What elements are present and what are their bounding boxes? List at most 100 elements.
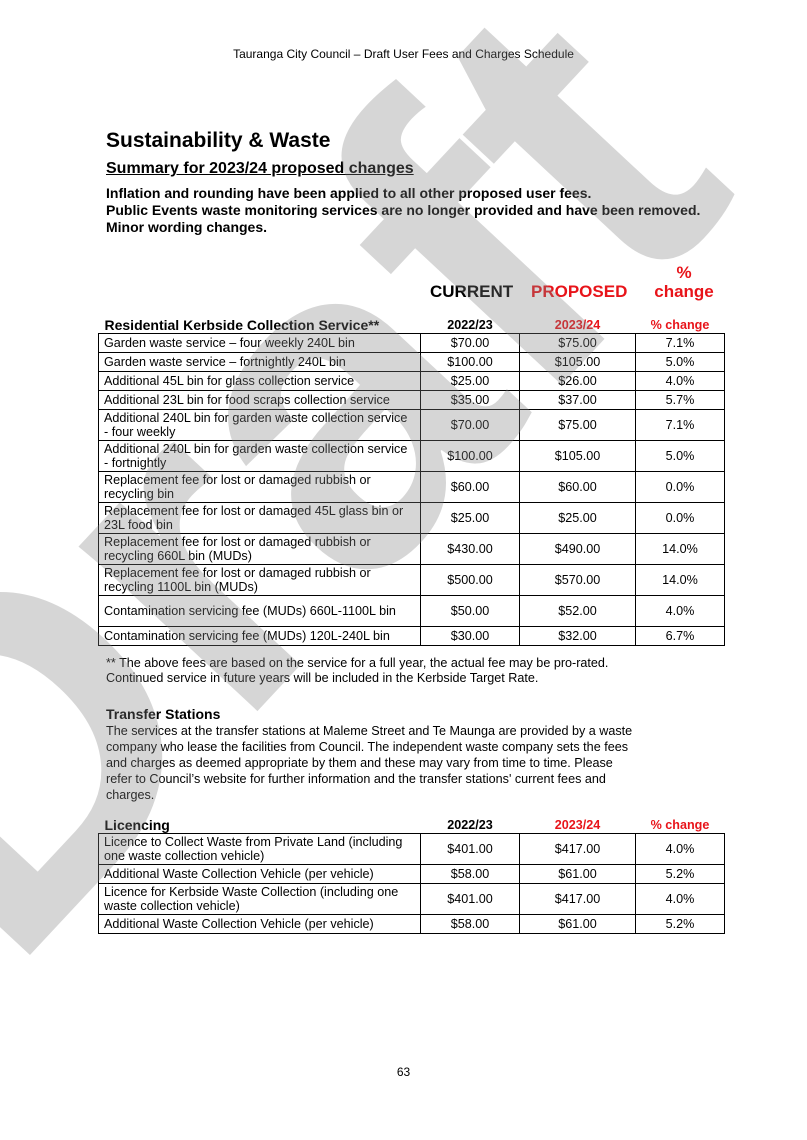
proposed-fee-cell: $26.00 [519,371,636,391]
current-fee-cell: $60.00 [420,471,520,503]
proposed-fee-cell: $60.00 [519,471,636,503]
table-header-row: Residential Kerbside Collection Service*… [99,318,725,334]
proposed-fee-cell: $37.00 [519,390,636,410]
proposed-fee-cell: $417.00 [519,883,636,915]
transfer-stations-heading: Transfer Stations [106,706,221,722]
change-word: change [654,282,714,301]
service-cell: Additional 240L bin for garden waste col… [98,409,421,441]
table-row: Licence for Kerbside Waste Collection (i… [98,883,725,915]
change-cell: 5.2% [635,864,725,884]
table-row: Contamination servicing fee (MUDs) 660L-… [98,595,725,627]
current-year-header: 2022/23 [447,318,493,332]
table-row: Contamination servicing fee (MUDs) 120L-… [98,626,725,646]
current-fee-cell: $30.00 [420,626,520,646]
table-row: Additional Waste Collection Vehicle (per… [98,864,725,884]
running-header: Tauranga City Council – Draft User Fees … [233,47,574,61]
current-year-header: 2022/23 [447,818,493,832]
proposed-fee-cell: $105.00 [519,440,636,472]
change-cell: 5.2% [635,914,725,934]
service-cell: Garden waste service – four weekly 240L … [98,333,421,353]
change-column-header: % change [649,263,719,301]
summary-heading: Summary for 2023/24 proposed changes [106,160,414,177]
summary-note: Public Events waste monitoring services … [106,202,701,218]
current-fee-cell: $25.00 [420,502,520,534]
proposed-fee-cell: $570.00 [519,564,636,596]
proposed-column-header: PROPOSED [531,282,628,301]
service-cell: Additional 240L bin for garden waste col… [98,440,421,472]
service-cell: Additional Waste Collection Vehicle (per… [98,864,421,884]
change-cell: 7.1% [635,333,725,353]
proposed-fee-cell: $61.00 [519,914,636,934]
percent-change-header: % change [650,818,710,832]
table-row: Garden waste service – four weekly 240L … [98,333,725,353]
service-cell: Garden waste service – fortnightly 240L … [98,352,421,372]
table-row: Additional 240L bin for garden waste col… [98,440,725,472]
service-cell: Replacement fee for lost or damaged rubb… [98,471,421,503]
current-column-header: CURRENT [430,282,514,301]
page-title: Sustainability & Waste [106,129,331,152]
service-cell: Replacement fee for lost or damaged rubb… [98,564,421,596]
change-cell: 4.0% [635,595,725,627]
service-cell: Contamination servicing fee (MUDs) 120L-… [98,626,421,646]
service-cell: Replacement fee for lost or damaged rubb… [98,533,421,565]
current-fee-cell: $58.00 [420,864,520,884]
table-row: Replacement fee for lost or damaged rubb… [98,564,725,596]
current-fee-cell: $430.00 [420,533,520,565]
change-cell: 4.0% [635,833,725,865]
service-cell: Licence to Collect Waste from Private La… [98,833,421,865]
change-cell: 0.0% [635,471,725,503]
table-row: Additional 45L bin for glass collection … [98,371,725,391]
service-cell: Licence for Kerbside Waste Collection (i… [98,883,421,915]
service-cell: Additional Waste Collection Vehicle (per… [98,914,421,934]
table-row: Licence to Collect Waste from Private La… [98,833,725,865]
current-fee-cell: $100.00 [420,440,520,472]
current-fee-cell: $100.00 [420,352,520,372]
page-number: 63 [396,1065,411,1079]
table-row: Additional 240L bin for garden waste col… [98,409,725,441]
change-cell: 4.0% [635,371,725,391]
change-cell: 4.0% [635,883,725,915]
percent-symbol: % [676,263,692,282]
transfer-stations-text: The services at the transfer stations at… [106,724,633,802]
table-row: Replacement fee for lost or damaged rubb… [98,471,725,503]
change-cell: 0.0% [635,502,725,534]
change-cell: 14.0% [635,533,725,565]
table-row: Replacement fee for lost or damaged 45L … [98,502,725,534]
category-header: Licencing [104,817,170,833]
current-fee-cell: $401.00 [420,883,520,915]
proposed-fee-cell: $61.00 [519,864,636,884]
current-fee-cell: $35.00 [420,390,520,410]
service-cell: Additional 45L bin for glass collection … [98,371,421,391]
summary-note: Inflation and rounding have been applied… [106,185,592,201]
table-row: Additional 23L bin for food scraps colle… [98,390,725,410]
summary-notes: Inflation and rounding have been applied… [106,185,706,236]
licencing-fees-table: Licencing 2022/23 2023/24 % change Licen… [98,818,725,934]
service-cell: Replacement fee for lost or damaged 45L … [98,502,421,534]
proposed-year-header: 2023/24 [554,818,601,832]
summary-note: Minor wording changes. [106,219,268,235]
current-fee-cell: $25.00 [420,371,520,391]
current-fee-cell: $70.00 [420,409,520,441]
change-cell: 6.7% [635,626,725,646]
proposed-year-header: 2023/24 [554,318,601,332]
proposed-fee-cell: $105.00 [519,352,636,372]
current-fee-cell: $58.00 [420,914,520,934]
percent-change-header: % change [650,318,710,332]
table-row: Garden waste service – fortnightly 240L … [98,352,725,372]
change-cell: 5.0% [635,440,725,472]
proposed-fee-cell: $52.00 [519,595,636,627]
service-cell: Contamination servicing fee (MUDs) 660L-… [98,595,421,627]
change-cell: 5.7% [635,390,725,410]
proposed-fee-cell: $32.00 [519,626,636,646]
change-cell: 7.1% [635,409,725,441]
current-fee-cell: $50.00 [420,595,520,627]
current-fee-cell: $500.00 [420,564,520,596]
proposed-fee-cell: $417.00 [519,833,636,865]
service-cell: Additional 23L bin for food scraps colle… [98,390,421,410]
current-fee-cell: $401.00 [420,833,520,865]
table-row: Additional Waste Collection Vehicle (per… [98,914,725,934]
change-cell: 5.0% [635,352,725,372]
change-cell: 14.0% [635,564,725,596]
kerbside-fees-table: Residential Kerbside Collection Service*… [98,318,725,646]
kerbside-footnote: ** The above fees are based on the servi… [106,656,609,685]
